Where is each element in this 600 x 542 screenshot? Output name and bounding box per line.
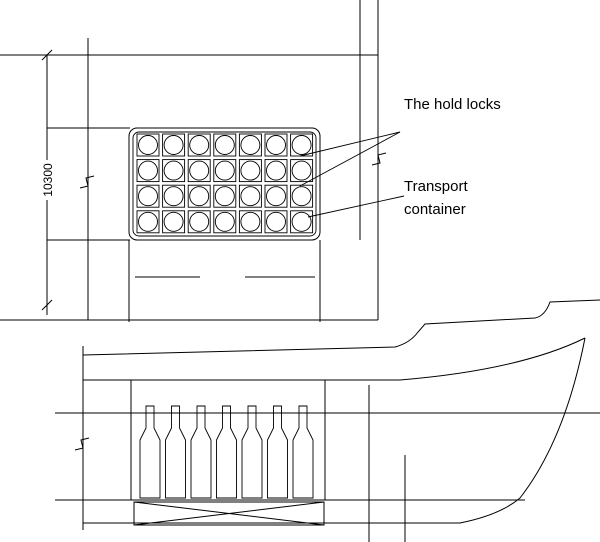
bow-line bbox=[83, 337, 586, 524]
container-circle bbox=[266, 160, 286, 181]
container-cell bbox=[187, 159, 211, 183]
container-circle bbox=[214, 135, 235, 155]
hold-box bbox=[130, 379, 326, 501]
container-silhouette bbox=[165, 405, 186, 499]
container-circle bbox=[240, 211, 261, 232]
container-cell bbox=[162, 159, 186, 183]
container-circle bbox=[138, 186, 158, 207]
container-circle bbox=[189, 160, 210, 181]
container-circle bbox=[240, 186, 261, 207]
container-grid bbox=[136, 133, 314, 234]
container-circle bbox=[291, 186, 312, 207]
container-cell bbox=[213, 133, 237, 157]
container-cell bbox=[264, 184, 288, 208]
tank-cross-2 bbox=[133, 501, 325, 526]
dimension-tick-top bbox=[41, 49, 53, 61]
container-circle bbox=[214, 211, 235, 232]
dimension-label: 10300 bbox=[41, 163, 55, 197]
container-circle bbox=[266, 211, 286, 232]
container-circle bbox=[291, 135, 312, 155]
container-cell bbox=[238, 210, 262, 234]
hold-outline-outer bbox=[128, 127, 321, 241]
break-mark-side bbox=[74, 437, 90, 451]
container-cell bbox=[264, 159, 288, 183]
container-cell bbox=[187, 133, 211, 157]
container-cell bbox=[264, 210, 288, 234]
container-cell bbox=[136, 133, 160, 157]
container-circle bbox=[163, 160, 184, 181]
container-circle bbox=[138, 160, 158, 181]
break-mark-left bbox=[79, 175, 95, 189]
plan-view: 10300 The hold locks Transport container bbox=[0, 0, 501, 322]
container-cell bbox=[290, 184, 314, 208]
deck-line bbox=[82, 299, 600, 356]
label-hold-locks: The hold locks bbox=[404, 96, 501, 113]
label-transport-line2: container bbox=[404, 201, 466, 218]
dimension-tick-bottom bbox=[41, 299, 53, 311]
container-cell bbox=[213, 210, 237, 234]
container-circle bbox=[266, 135, 286, 155]
container-cell bbox=[213, 159, 237, 183]
container-cell bbox=[162, 133, 186, 157]
container-circle bbox=[240, 135, 261, 155]
container-circle bbox=[214, 186, 235, 207]
container-cell bbox=[290, 210, 314, 234]
container-silhouette bbox=[190, 405, 212, 499]
container-circle bbox=[138, 135, 158, 155]
container-circle bbox=[163, 186, 184, 207]
container-cell bbox=[136, 184, 160, 208]
side-containers bbox=[139, 405, 314, 499]
hold-outline-inner bbox=[132, 131, 317, 237]
container-circle bbox=[163, 211, 184, 232]
container-cell bbox=[162, 210, 186, 234]
container-cell bbox=[238, 133, 262, 157]
container-cell bbox=[238, 159, 262, 183]
leader-transport-container bbox=[307, 195, 405, 218]
container-circle bbox=[163, 135, 184, 155]
container-silhouette bbox=[292, 405, 314, 499]
container-cell bbox=[136, 159, 160, 183]
container-circle bbox=[240, 160, 261, 181]
container-circle bbox=[291, 211, 312, 232]
container-cell bbox=[264, 133, 288, 157]
double-bottom-tank bbox=[133, 501, 325, 526]
container-circle bbox=[266, 186, 286, 207]
container-cell bbox=[238, 184, 262, 208]
container-circle bbox=[189, 211, 210, 232]
container-cell bbox=[162, 184, 186, 208]
container-cell bbox=[290, 133, 314, 157]
dimension-label-bg bbox=[40, 160, 54, 200]
container-circle bbox=[291, 160, 312, 181]
container-silhouette bbox=[216, 405, 237, 499]
container-circle bbox=[214, 160, 235, 181]
leader-hold-locks-2 bbox=[299, 131, 401, 187]
container-circle bbox=[189, 186, 210, 207]
container-circle bbox=[138, 211, 158, 232]
side-view bbox=[55, 299, 600, 542]
container-cell bbox=[136, 210, 160, 234]
container-silhouette bbox=[267, 405, 288, 499]
container-silhouette bbox=[139, 405, 161, 499]
label-transport-line1: Transport bbox=[404, 178, 468, 195]
container-cell bbox=[187, 184, 211, 208]
container-silhouette bbox=[241, 405, 263, 499]
leader-hold-locks-1 bbox=[299, 131, 401, 157]
break-mark-right bbox=[371, 152, 387, 166]
container-circle bbox=[189, 135, 210, 155]
container-cell bbox=[213, 184, 237, 208]
container-cell bbox=[290, 159, 314, 183]
hull-sheer-line bbox=[83, 337, 586, 381]
container-cell bbox=[187, 210, 211, 234]
